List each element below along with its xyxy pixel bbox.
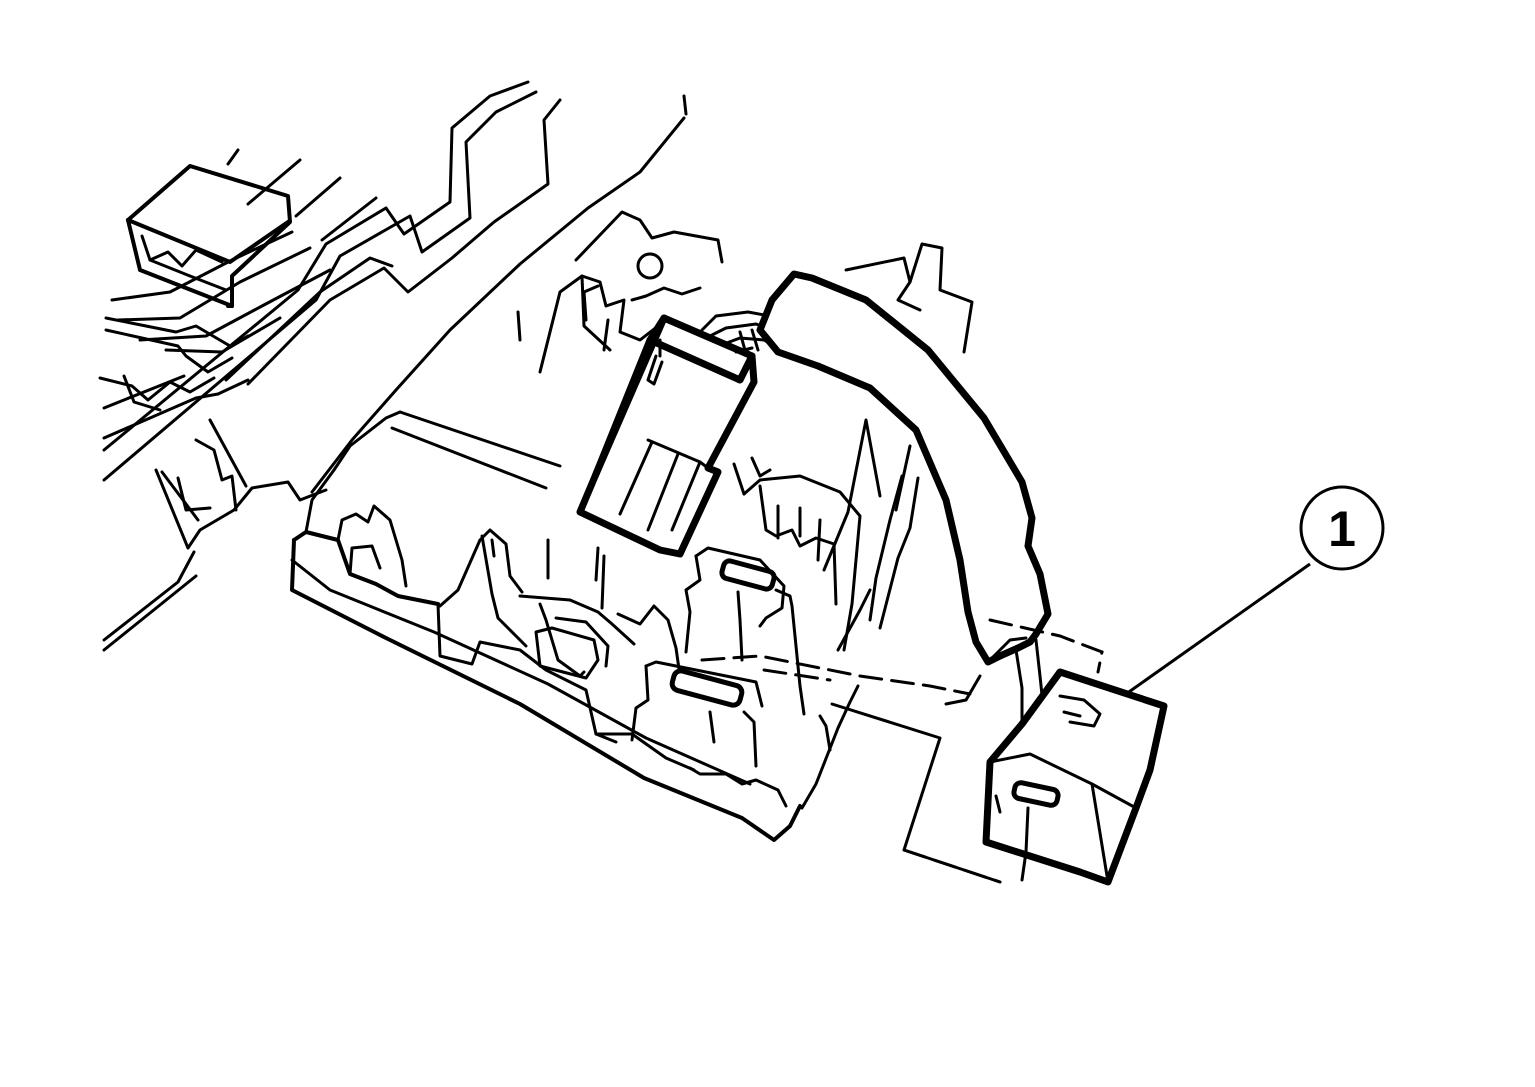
callout-1-circle bbox=[1299, 485, 1385, 571]
background-structure bbox=[98, 80, 974, 652]
center-pocket bbox=[732, 456, 862, 652]
mounting-location-outline bbox=[700, 618, 1104, 884]
callout-1-leader bbox=[1125, 562, 1311, 696]
sensor-unit bbox=[982, 668, 1168, 886]
upper-left-connector bbox=[126, 164, 292, 308]
bracket-rails bbox=[98, 80, 688, 652]
harness-connector bbox=[576, 310, 776, 558]
module-housing bbox=[290, 284, 920, 842]
wiring-sleeve bbox=[756, 270, 1056, 738]
callout-1: 1 bbox=[1125, 485, 1385, 696]
callout-1-label: 1 bbox=[1328, 501, 1356, 557]
latch-tabs bbox=[534, 546, 786, 744]
